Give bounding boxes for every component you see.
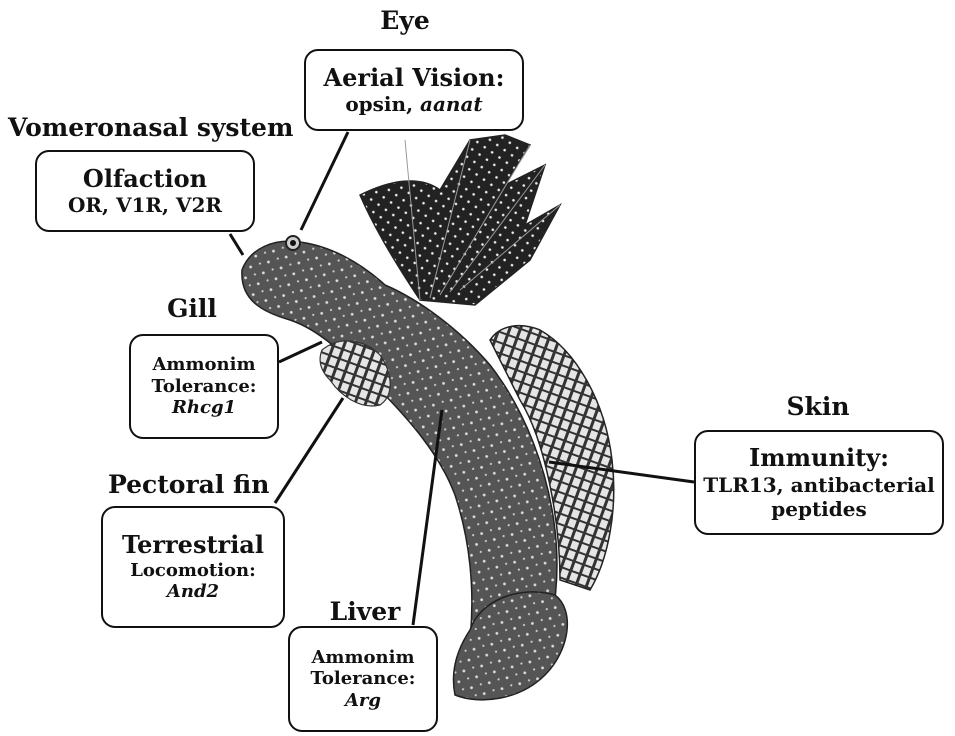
eye-box: Aerial Vision: opsin, aanat [304,49,524,131]
liver-gene: Arg [344,689,382,711]
skin-line3: peptides [771,496,867,521]
liver-line2: Tolerance: [310,668,416,690]
pectoral-gene: And2 [166,581,220,603]
eye-gene: aanat [420,92,483,117]
liver-box: Ammonim Tolerance: Arg [288,626,438,732]
eye-detail-plain: opsin, [345,92,420,117]
liver-title: Liver [329,597,401,626]
vomeronasal-box: Olfaction OR, V1R, V2R [35,150,255,232]
dorsal-fin-1 [359,134,562,306]
pectoral-line2: Locomotion: [130,559,256,581]
olfaction-heading: Olfaction [82,163,208,193]
vomeronasal-title: Vomeronasal system [8,113,294,142]
gill-line1: Ammonim [152,354,256,376]
gill-title: Gill [167,294,217,323]
eye-heading: Aerial Vision: [323,62,505,92]
connector-lines [228,131,695,626]
fish-body [241,240,558,641]
olfaction-detail: OR, V1R, V2R [67,193,222,218]
pectoral-fin-box: Terrestrial Locomotion: And2 [101,506,285,628]
liver-line1: Ammonim [311,646,415,668]
eye-title: Eye [380,6,430,35]
eye-detail: opsin, aanat [345,92,482,116]
immunity-heading: Immunity: [749,443,889,473]
pectoral-line1: Terrestrial [122,530,264,559]
gill-box: Ammonim Tolerance: Rhcg1 [129,334,279,439]
gill-line2: Tolerance: [151,375,257,397]
skin-title: Skin [786,392,850,421]
caudal-fin [452,591,568,701]
dorsal-fin-2 [489,324,615,591]
skin-box: Immunity: TLR13, antibacterial peptides [694,430,944,535]
skin-line2: TLR13, antibacterial [703,472,935,497]
pectoral-fin-shape [319,340,391,407]
pectoral-fin-title: Pectoral fin [108,470,270,499]
gill-gene: Rhcg1 [171,397,237,419]
